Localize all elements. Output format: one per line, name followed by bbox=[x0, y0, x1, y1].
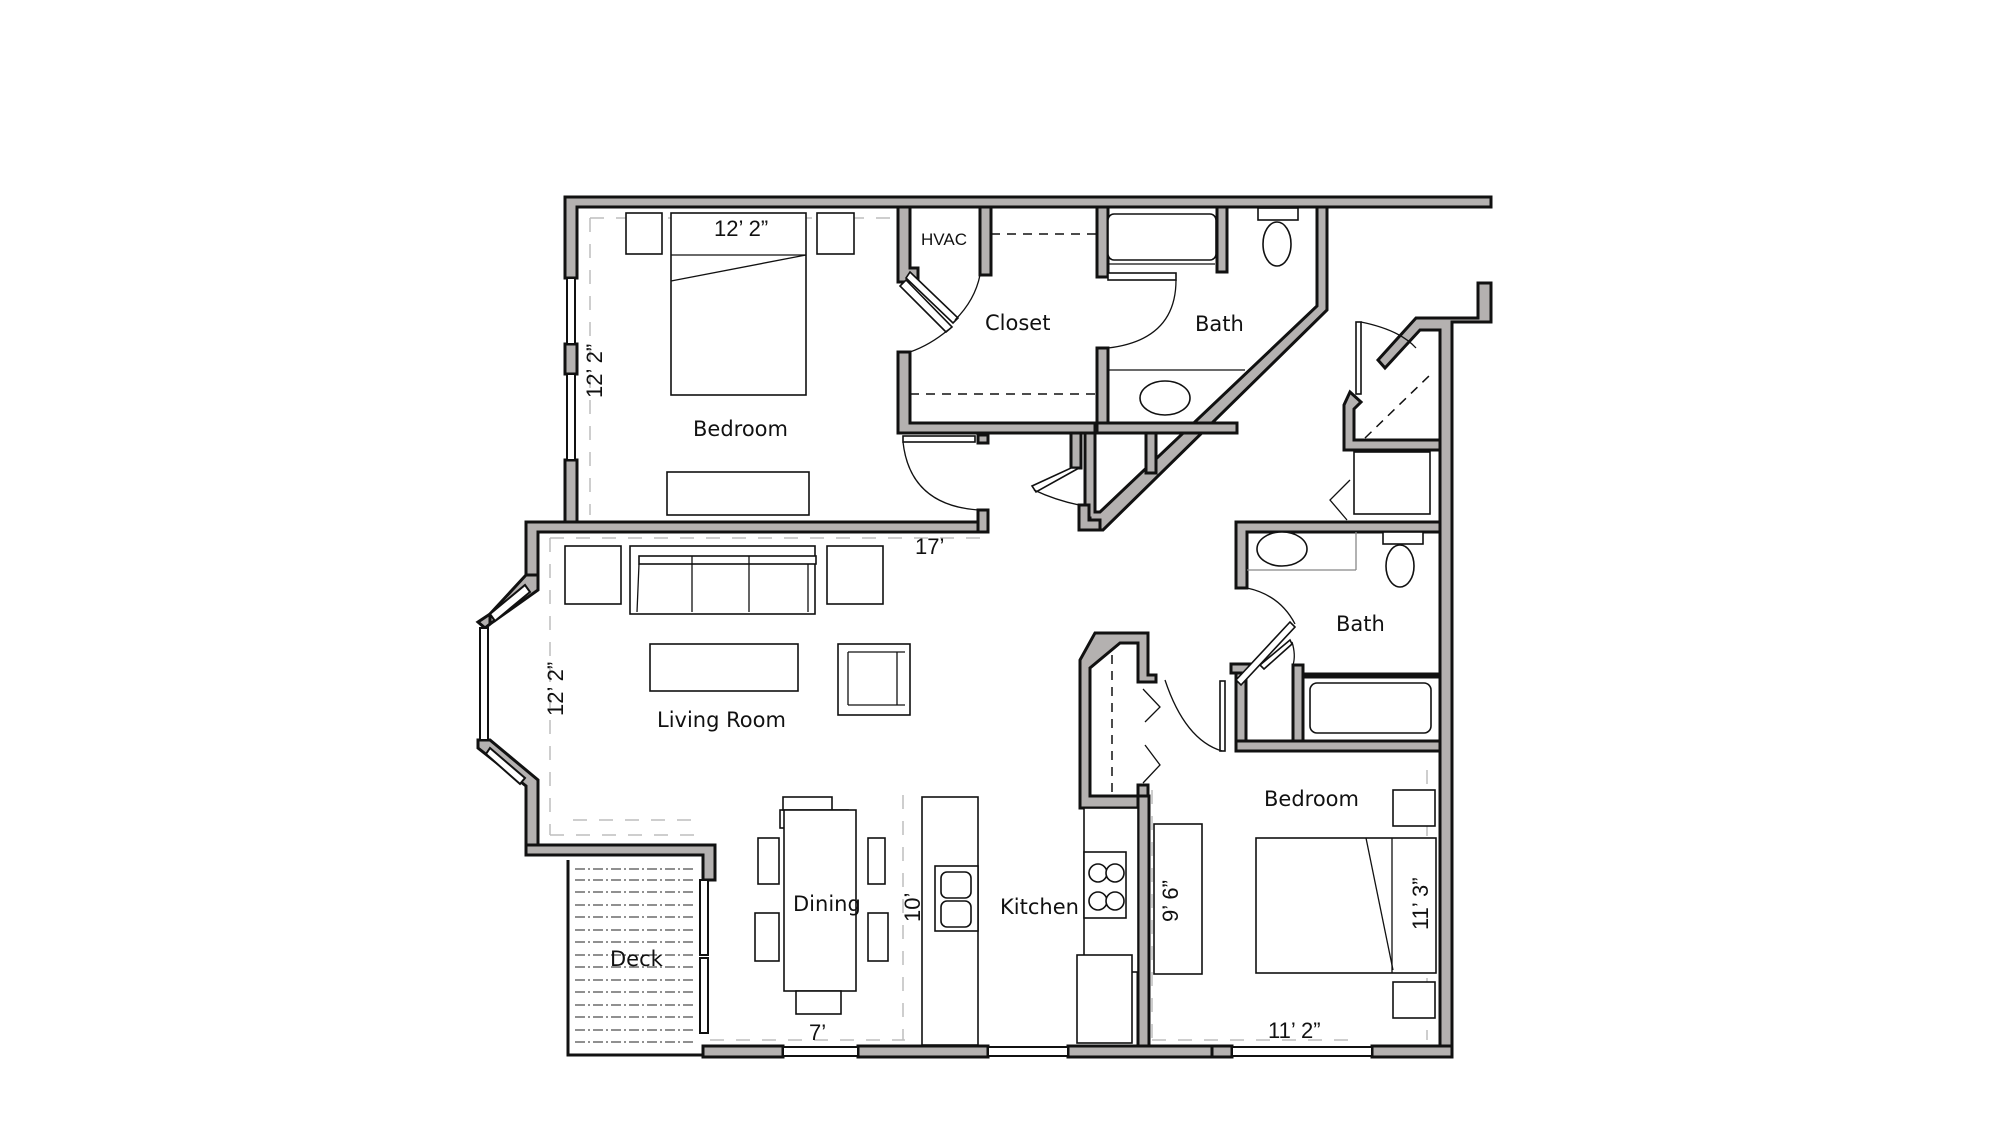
kitchen-label: Kitchen bbox=[1000, 895, 1079, 919]
living-room-furniture bbox=[564, 545, 911, 716]
bedroom-2-width-dimension: 11’ 2” bbox=[1268, 1018, 1321, 1043]
dining-depth-dimension: 10’ bbox=[900, 893, 925, 922]
bath-2-label: Bath bbox=[1336, 612, 1385, 636]
dining-width-dimension: 7’ bbox=[809, 1020, 826, 1045]
living-room-width-dimension: 17’ bbox=[915, 534, 944, 559]
bath-1-label: Bath bbox=[1195, 312, 1244, 336]
doors bbox=[898, 270, 1431, 796]
hvac-label: HVAC bbox=[921, 230, 967, 249]
bedroom-2-furniture bbox=[1153, 789, 1437, 1019]
windows bbox=[479, 277, 1373, 1057]
deck bbox=[566, 860, 703, 1057]
dining-furniture bbox=[754, 796, 889, 1015]
room-labels: 12’ 2” 12’ 2” Bedroom HVAC Closet Bath 1… bbox=[543, 216, 1433, 1045]
bath-2-fixtures bbox=[1247, 531, 1432, 734]
dining-label: Dining bbox=[793, 892, 861, 916]
living-room-depth-dimension: 12’ 2” bbox=[543, 662, 568, 716]
closet-shelves bbox=[910, 233, 1097, 395]
bedroom-1-furniture bbox=[625, 212, 855, 516]
bath-1-fixtures bbox=[1107, 207, 1299, 416]
bedroom-2-depth-dimension: 11’ 3” bbox=[1408, 877, 1433, 930]
bedroom-1-label: Bedroom bbox=[693, 417, 788, 441]
walls bbox=[475, 195, 1493, 1059]
bedroom-2-label: Bedroom bbox=[1264, 787, 1359, 811]
bedroom-1-depth-dimension: 12’ 2” bbox=[582, 344, 607, 398]
bedroom-1-width-dimension: 12’ 2” bbox=[714, 216, 768, 241]
living-room-label: Living Room bbox=[657, 708, 786, 732]
bedroom-2-closet-dimension: 9’ 6” bbox=[1158, 880, 1183, 922]
kitchen-fixtures bbox=[921, 796, 1139, 1046]
deck-label: Deck bbox=[610, 947, 664, 971]
closet-label: Closet bbox=[985, 311, 1050, 335]
